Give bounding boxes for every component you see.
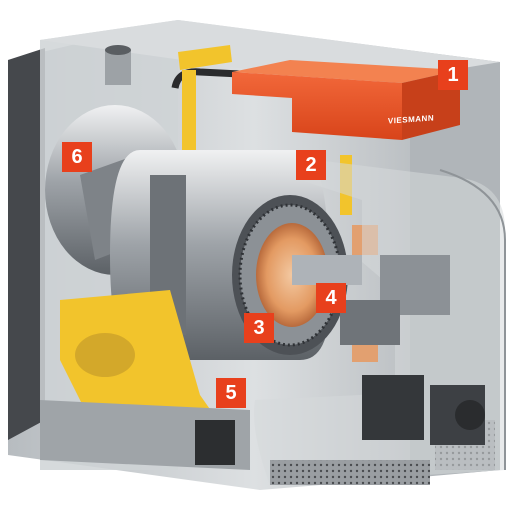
top-insulation (178, 45, 232, 70)
callout-4: 4 (316, 283, 346, 313)
flue-opening (105, 45, 131, 55)
left-back-wall (8, 48, 45, 440)
burner-tube (292, 255, 362, 285)
burner-cover-top (232, 60, 460, 83)
flue-pipe (105, 50, 131, 85)
bottom-pipe (75, 333, 135, 377)
heat-block-lower (352, 340, 378, 362)
ignition-unit (340, 300, 400, 345)
burner-motor (362, 375, 424, 440)
callout-6: 6 (62, 142, 92, 172)
callout-3: 3 (244, 313, 274, 343)
callout-5: 5 (216, 378, 246, 408)
fan-hub (455, 400, 485, 430)
base-dark-shelf (195, 420, 235, 465)
front-grille (270, 460, 430, 485)
vertical-insulation (182, 70, 196, 150)
right-front-curve (439, 169, 506, 470)
callout-1: 1 (438, 60, 468, 90)
callout-2: 2 (296, 150, 326, 180)
burner-cover-front (232, 72, 402, 140)
